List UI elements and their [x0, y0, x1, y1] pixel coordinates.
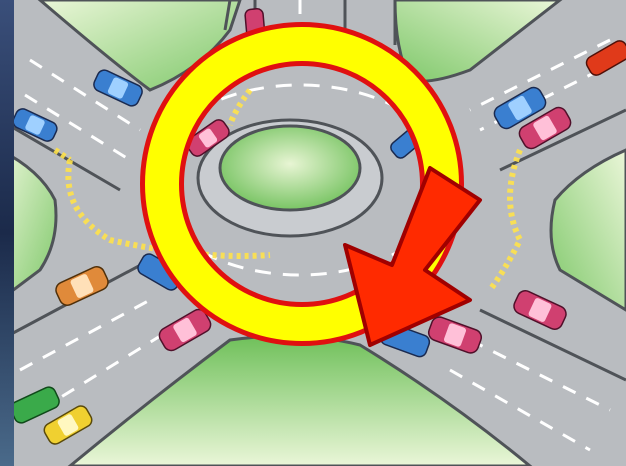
- left-border-strip: [0, 0, 14, 466]
- central-island: [220, 126, 360, 210]
